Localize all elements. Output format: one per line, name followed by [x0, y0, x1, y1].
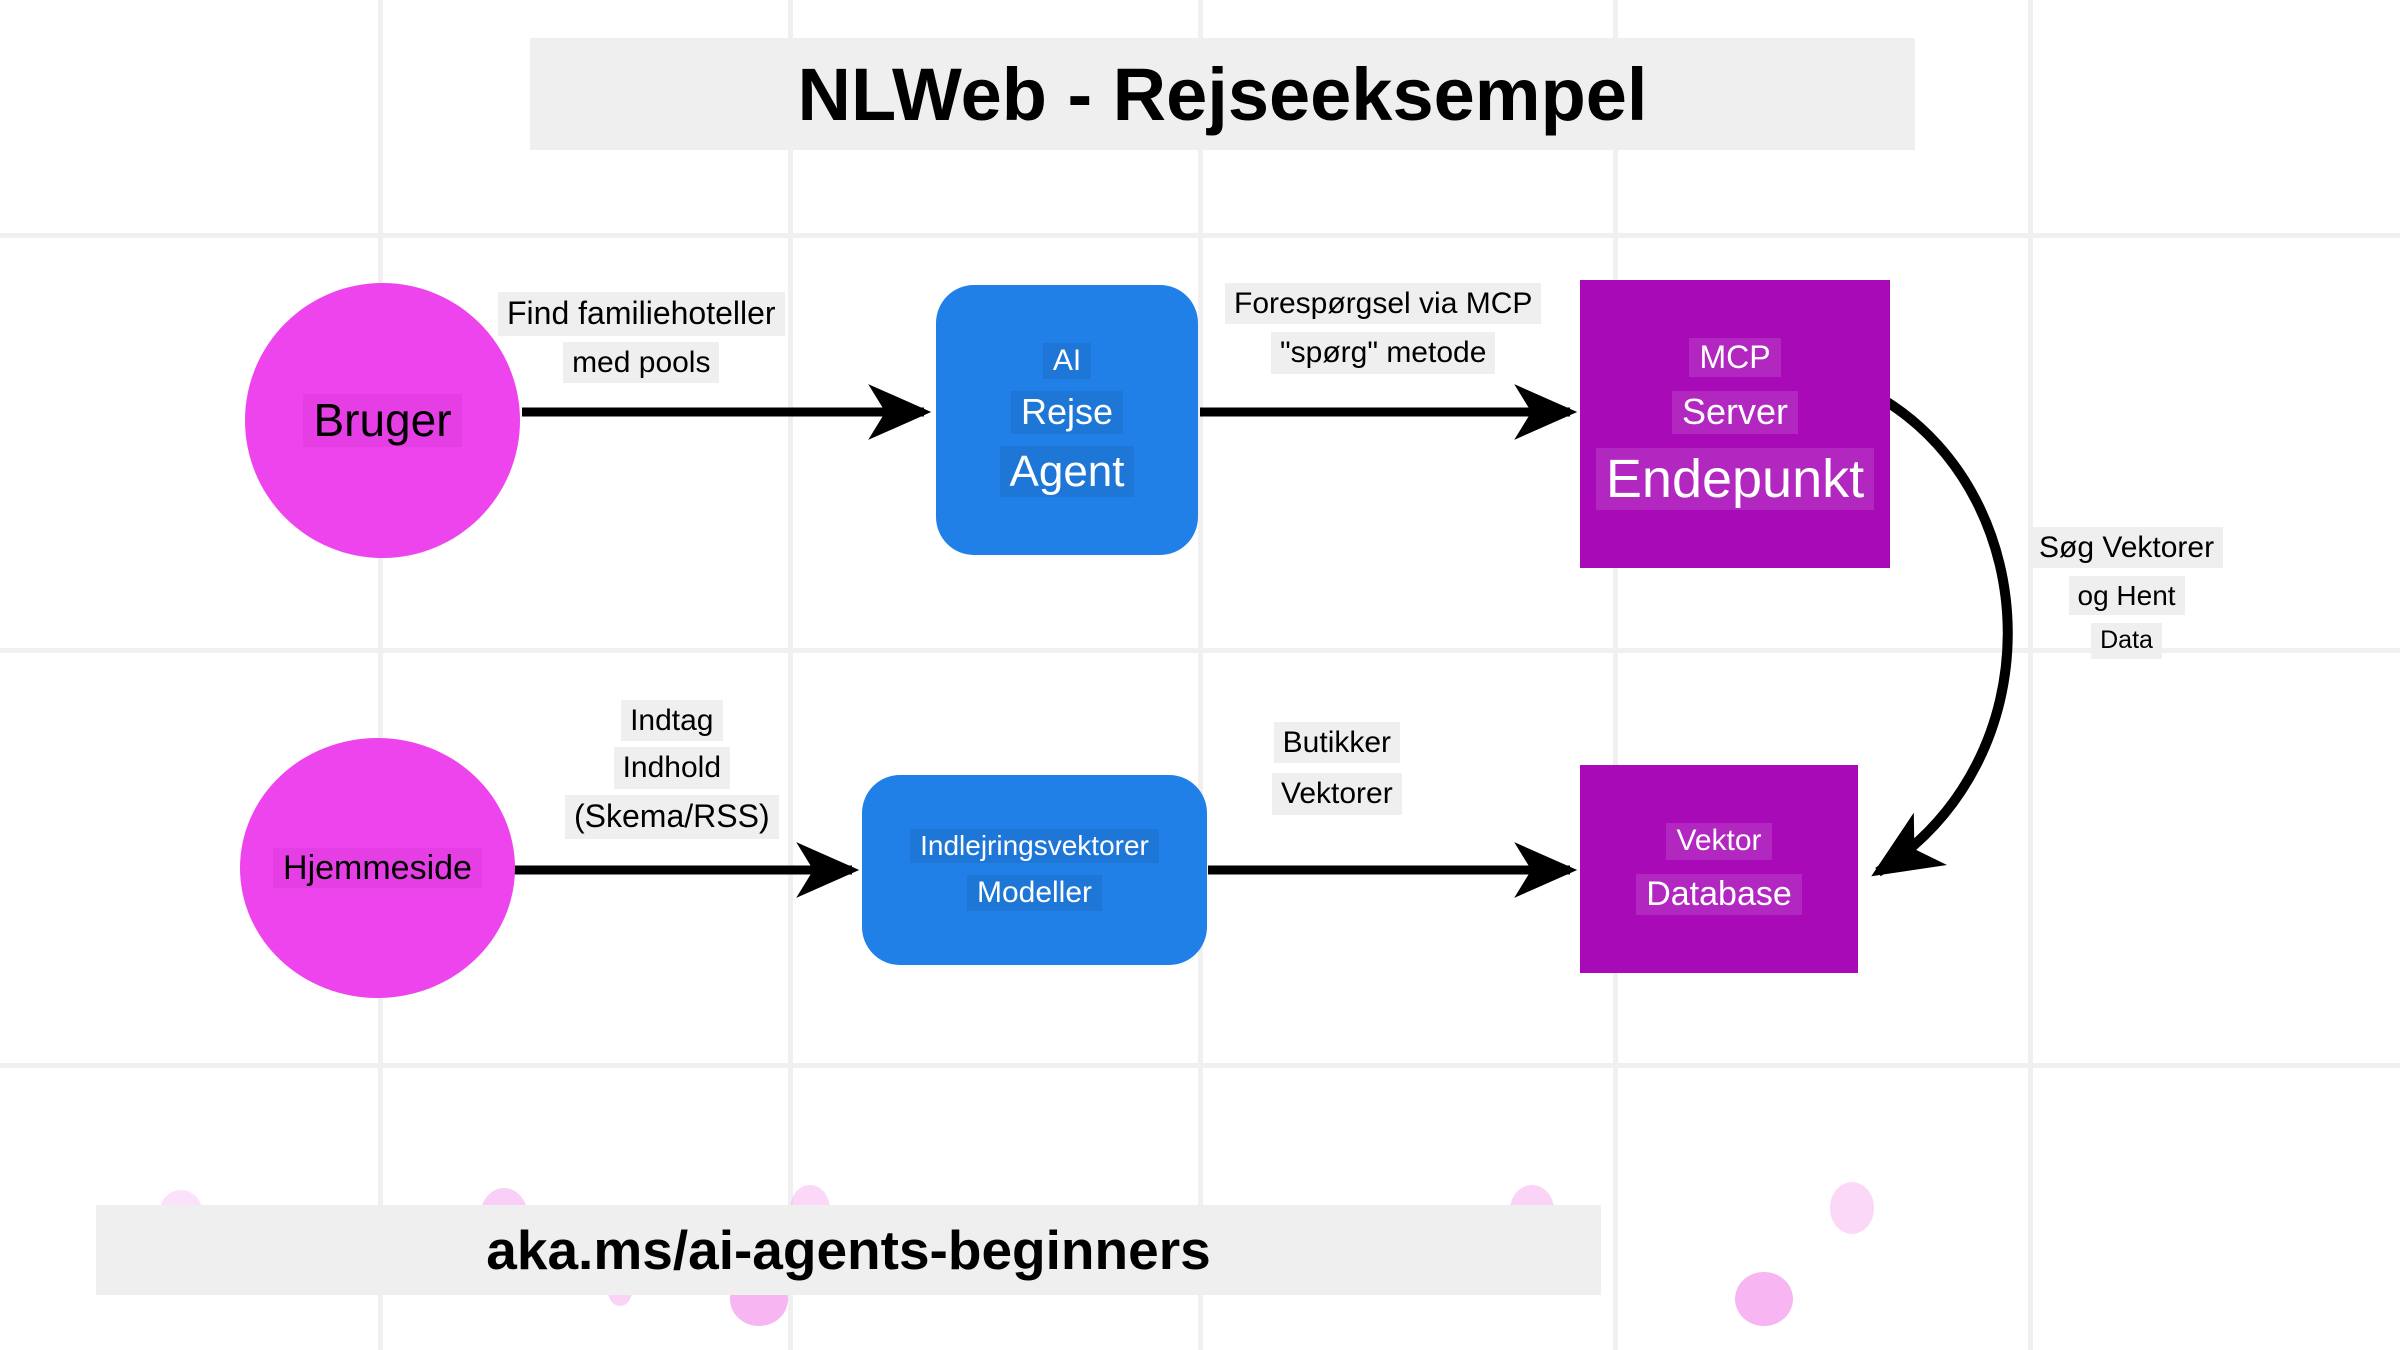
- edge-label-mcp-request-line2: "spørg" metode: [1271, 332, 1496, 374]
- node-embeddings-line2: Modeller: [966, 874, 1103, 912]
- grid-line-vertical: [788, 0, 793, 1350]
- node-mcp-server-endpoint[interactable]: MCP Server Endepunkt: [1580, 280, 1890, 568]
- edge-label-store-vectors: Butikker Vektorer: [1272, 722, 1402, 815]
- edge-label-search-line3: Data: [2091, 623, 2162, 659]
- node-mcp-line2: Server: [1671, 390, 1799, 434]
- edge-label-find-line2: med pools: [563, 341, 720, 384]
- grid-line-vertical: [1613, 0, 1618, 1350]
- node-ai-agent-line1: AI: [1042, 342, 1092, 379]
- node-bruger-label: Bruger: [303, 393, 462, 448]
- node-embeddings-line1: Indlejringsvektorer: [910, 828, 1159, 863]
- grid-line-vertical: [378, 0, 383, 1350]
- node-hjemmeside[interactable]: Hjemmeside: [240, 738, 515, 998]
- grid-line-horizontal: [0, 233, 2400, 238]
- node-mcp-line1: MCP: [1689, 338, 1781, 377]
- edge-label-store-line1: Butikker: [1273, 722, 1401, 764]
- node-vektordb-line2: Database: [1636, 873, 1802, 915]
- arrow-mcp-to-vektordb: [1871, 395, 2013, 877]
- grid-line-vertical: [1198, 0, 1203, 1350]
- edge-label-find-family-hotels: Find familiehoteller med pools: [498, 292, 785, 384]
- edge-label-ingest-line2: Indhold: [613, 747, 731, 789]
- ghost-circle: [1830, 1182, 1874, 1234]
- grid-line-vertical: [2028, 0, 2033, 1350]
- node-vektordb-line1: Vektor: [1666, 823, 1772, 860]
- ghost-circle: [1735, 1272, 1793, 1326]
- node-ai-travel-agent[interactable]: AI Rejse Agent: [936, 285, 1198, 555]
- edge-label-ingest-line1: Indtag: [621, 700, 723, 742]
- node-ai-agent-line3: Agent: [999, 445, 1135, 498]
- grid-line-horizontal: [0, 648, 2400, 653]
- diagram-title: NLWeb - Rejseeksempel: [530, 38, 1915, 150]
- edge-label-search-line2: og Hent: [2068, 576, 2185, 616]
- edge-label-search-vectors: Søg Vektorer og Hent Data: [2030, 527, 2224, 659]
- node-vector-database[interactable]: Vektor Database: [1580, 765, 1858, 973]
- edge-label-mcp-request-line1: Forespørgsel via MCP: [1225, 283, 1542, 325]
- edge-label-mcp-request: Forespørgsel via MCP "spørg" metode: [1225, 283, 1542, 374]
- edge-label-find-line1: Find familiehoteller: [498, 292, 785, 336]
- footer-url[interactable]: aka.ms/ai-agents-beginners: [96, 1205, 1601, 1295]
- edge-label-ingest-line3: (Skema/RSS): [565, 794, 779, 839]
- grid-line-horizontal: [0, 1063, 2400, 1068]
- node-mcp-line3: Endepunkt: [1595, 447, 1875, 510]
- node-bruger[interactable]: Bruger: [245, 283, 520, 558]
- node-hjemmeside-label: Hjemmeside: [273, 847, 482, 889]
- node-ai-agent-line2: Rejse: [1010, 391, 1124, 434]
- edge-label-store-line2: Vektorer: [1272, 773, 1402, 815]
- edge-label-search-line1: Søg Vektorer: [2030, 527, 2224, 569]
- edge-label-ingest-content: Indtag Indhold (Skema/RSS): [565, 700, 779, 839]
- node-embedding-models[interactable]: Indlejringsvektorer Modeller: [862, 775, 1207, 965]
